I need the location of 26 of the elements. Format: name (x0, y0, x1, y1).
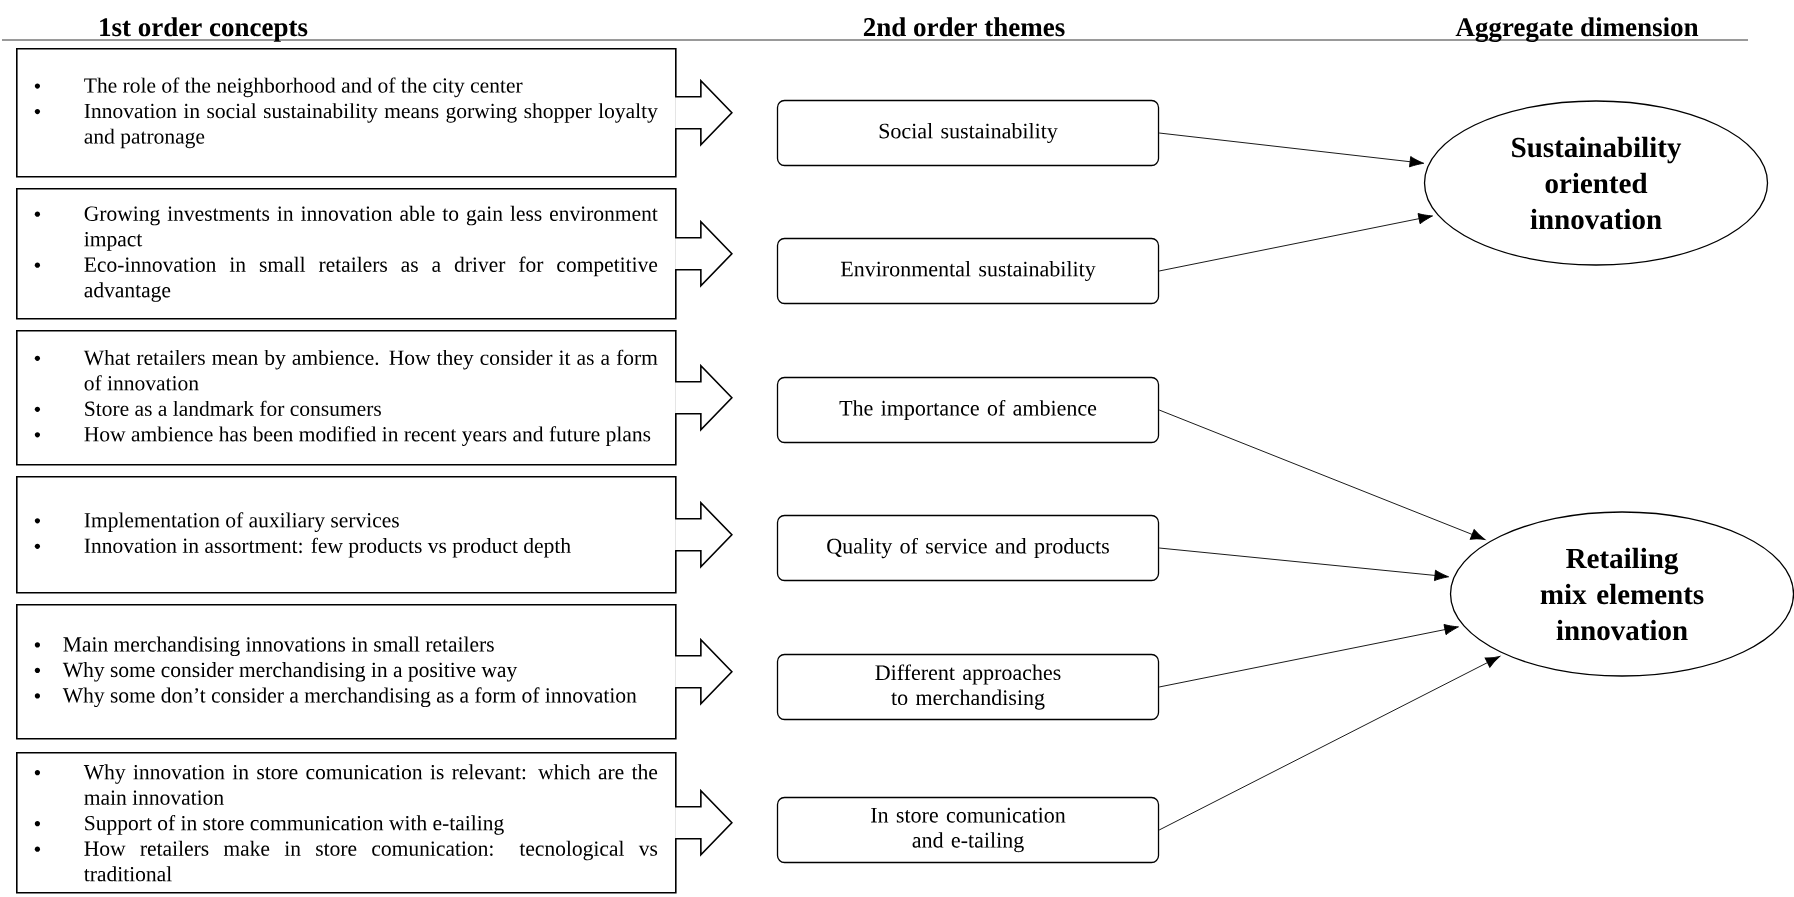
arrow (1158, 132, 1425, 168)
column-heading: 2nd order themes (863, 17, 1065, 37)
concept-box: The role of the neighborhood and of the city center Innovation in social sustainability means gorwing shopper loyalty and patronage (16, 48, 677, 178)
block-arrow (674, 500, 733, 569)
block-arrow (674, 78, 733, 147)
column-heading: Aggregate dimension (1455, 17, 1699, 42)
arrow (1158, 409, 1486, 540)
concept-box: What retailers mean by ambience. How they consider it as a form of innovation Store as a landmark for consumers How ambience has been modified in recent years and future plans (16, 330, 677, 466)
block-arrow (674, 637, 733, 706)
theme-box: Different approaches to merchandising (776, 653, 1160, 721)
block-arrow (674, 363, 733, 432)
concept-box: Why innovation in store comunication is relevant: which are the main innovation Support of in store communication with e-tailing How retailers make in store comunication: tecnological vs traditional (16, 752, 677, 894)
theme-box: Social sustainability (776, 99, 1160, 167)
block-arrow (674, 788, 733, 857)
concept-box: Implementation of auxiliary services Innovation in assortment: few products vs product depth (16, 476, 677, 594)
theme-box: The importance of ambience (776, 376, 1160, 444)
theme-box: Environmental sustainability (776, 237, 1160, 305)
theme-box: Quality of service and products (776, 514, 1160, 582)
concept-box: Growing investments in innovation able to gain less environment impact Eco-innovation in small retailers as a driver for competitive advantage (16, 188, 677, 320)
theme-box: In store comunication and e-tailing (776, 796, 1160, 864)
concept-box: Main merchandising innovations in small retailers Why some consider merchandising in a positive way Why some don’t consider a merchandising as a form of innovation (16, 604, 677, 740)
arrow (1158, 624, 1459, 688)
arrow (1158, 213, 1433, 272)
arrow (1158, 547, 1450, 582)
arrow (1158, 655, 1501, 831)
block-arrow (674, 219, 733, 288)
